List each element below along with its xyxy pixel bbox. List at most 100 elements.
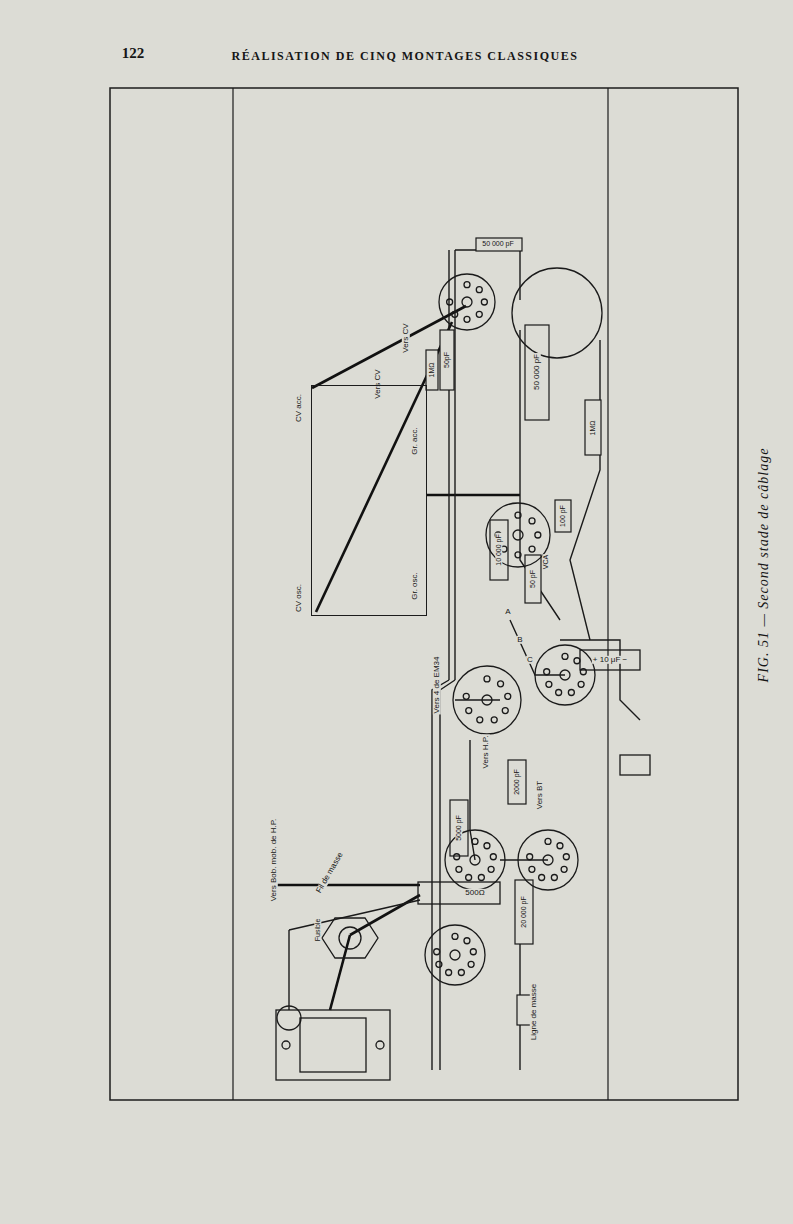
figure-caption: FIG. 51 — Second stade de câblage	[757, 448, 772, 683]
drawing-stroke	[488, 866, 494, 872]
part-label: Vers CV	[402, 322, 410, 353]
drawing-stroke	[289, 900, 420, 930]
drawing-stroke	[529, 866, 535, 872]
part-label: Vers Bob. mob. de H.P.	[270, 818, 278, 903]
drawing-stroke	[452, 933, 458, 939]
drawing-stroke	[502, 708, 508, 714]
part-label: 50 000 pF	[481, 240, 515, 247]
drawing-stroke	[453, 666, 521, 734]
drawing-stroke	[434, 949, 440, 955]
drawing-stroke	[439, 274, 495, 330]
drawing-stroke	[454, 250, 455, 680]
drawing-stroke	[484, 676, 490, 682]
part-label: Vers H.P.	[482, 735, 490, 770]
drawing-stroke	[490, 854, 496, 860]
drawing-stroke	[470, 949, 476, 955]
drawing-stroke	[339, 927, 361, 949]
part-label: Vers BT	[536, 780, 544, 810]
drawing-stroke	[544, 669, 550, 675]
drawing-stroke	[376, 1041, 384, 1049]
drawing-stroke	[426, 350, 438, 390]
drawing-stroke	[535, 645, 595, 705]
drawing-stroke	[476, 311, 482, 317]
drawing-stroke	[515, 880, 533, 944]
drawing-stroke	[546, 681, 552, 687]
variable-capacitor-block: CV acc.CV osc.Gr. acc.Gr. osc.	[311, 385, 427, 616]
drawing-stroke	[482, 695, 492, 705]
drawing-stroke	[515, 552, 521, 558]
drawing-stroke	[350, 895, 420, 935]
part-label: B	[516, 636, 523, 644]
drawing-stroke	[545, 838, 551, 844]
page-frame	[110, 88, 738, 1100]
drawing-stroke	[288, 930, 289, 1010]
drawing-stroke	[445, 830, 505, 890]
part-label: 50 000 pF	[533, 353, 541, 391]
drawing-stroke	[448, 250, 449, 680]
drawing-stroke	[570, 340, 600, 640]
drawing-stroke	[452, 311, 458, 317]
drawing-stroke	[476, 238, 522, 251]
terminal-label: CV osc.	[294, 583, 303, 613]
drawing-stroke	[425, 925, 485, 985]
drawing-stroke	[470, 855, 480, 865]
drawing-stroke	[445, 830, 505, 890]
drawing-stroke	[472, 838, 478, 844]
drawing-stroke	[453, 666, 521, 734]
drawing-stroke	[551, 874, 557, 880]
part-label: 122	[121, 46, 146, 62]
part-label: Ligne de masse	[530, 983, 538, 1041]
drawing-stroke	[464, 316, 470, 322]
part-label: 1MΩ	[428, 362, 435, 379]
drawing-stroke	[518, 830, 578, 890]
drawing-stroke	[525, 325, 549, 420]
heavy-wires	[270, 306, 520, 1010]
drawing-stroke	[574, 658, 580, 664]
part-label: 50pF	[443, 351, 450, 369]
drawing-stroke	[512, 268, 602, 358]
drawing-stroke	[529, 546, 535, 552]
drawing-stroke	[282, 1041, 290, 1049]
part-label: 500Ω	[464, 889, 485, 897]
drawing-stroke	[525, 555, 541, 603]
drawing-stroke	[513, 530, 523, 540]
drawing-stroke	[585, 400, 601, 455]
drawing-stroke	[455, 699, 500, 700]
drawing-stroke	[468, 961, 474, 967]
drawing-stroke	[454, 854, 460, 860]
part-label: C	[526, 656, 534, 664]
drawing-stroke	[462, 297, 472, 307]
component-bodies	[426, 238, 601, 1025]
drawing-stroke	[500, 859, 548, 860]
thin-wires	[289, 250, 640, 1070]
drawing-stroke	[557, 843, 563, 849]
drawing-stroke	[498, 681, 504, 687]
drawing-stroke	[466, 708, 472, 714]
part-label: 50 pF	[529, 569, 536, 589]
drawing-stroke	[458, 969, 464, 975]
drawing-stroke	[539, 874, 545, 880]
drawing-stroke	[518, 830, 578, 890]
drawing-stroke	[455, 250, 520, 300]
drawing-stroke	[481, 299, 487, 305]
part-label: 1MΩ	[589, 420, 596, 437]
drawing-stroke	[447, 299, 453, 305]
drawing-stroke	[527, 854, 533, 860]
drawing-stroke	[560, 640, 640, 720]
drawing-stroke	[466, 874, 472, 880]
drawing-stroke	[478, 874, 484, 880]
drawing-stroke	[440, 330, 454, 390]
drawing-stroke	[276, 1010, 390, 1080]
drawing-stroke	[580, 650, 640, 670]
terminal-label: Gr. acc.	[410, 426, 419, 456]
drawing-stroke	[491, 717, 497, 723]
drawing-stroke	[439, 274, 495, 330]
drawing-stroke	[486, 503, 550, 567]
part-label: Vers 4 de EM34	[433, 656, 441, 715]
terminal-label: Gr. osc.	[410, 571, 419, 601]
chassis-parts	[276, 268, 650, 1080]
drawing-stroke	[508, 760, 526, 804]
drawing-stroke	[110, 88, 738, 1100]
part-label: + 10 μF −	[592, 656, 628, 664]
drawing-stroke	[562, 653, 568, 659]
